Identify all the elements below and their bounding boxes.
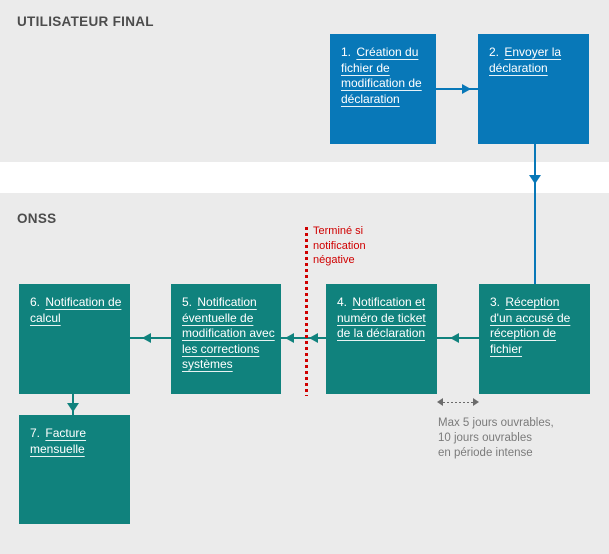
arrow-step1-step2 — [436, 88, 478, 90]
delay-note-line: 10 jours ouvrables — [438, 432, 532, 444]
arrow-step4-step5 — [281, 337, 326, 339]
arrow-step2-step3 — [534, 144, 536, 284]
delay-note-line: en période intense — [438, 447, 533, 459]
step-box-6-notification-calcul: 6. Notification de calcul — [19, 284, 130, 394]
arrowhead-right-icon — [462, 84, 471, 94]
termination-divider — [305, 227, 308, 396]
step-link-facture-mensuelle[interactable]: Facture mensuelle — [30, 426, 87, 456]
arrowhead-left-icon — [285, 333, 294, 343]
step-number: 5. — [182, 295, 193, 309]
step-link-notification-calcul[interactable]: Notification de calcul — [30, 295, 122, 325]
arrowhead-left-icon — [450, 333, 459, 343]
delay-note: Max 5 jours ouvrables, 10 jours ouvrable… — [438, 416, 554, 461]
step-number: 1. — [341, 45, 352, 59]
step-number: 2. — [489, 45, 500, 59]
step-box-1-creation-fichier: 1. Création du fichier de modification d… — [330, 34, 436, 144]
step-number: 3. — [490, 295, 501, 309]
arrowhead-down-icon — [67, 403, 79, 412]
step-link-creation-fichier[interactable]: Création du fichier de modification de d… — [341, 45, 422, 106]
step-box-2-envoyer-declaration: 2. Envoyer la déclaration — [478, 34, 589, 144]
arrowhead-right-icon — [473, 398, 479, 406]
arrowhead-down-icon — [529, 175, 541, 184]
step-link-reception-accuse[interactable]: Réception d'un accusé de réception de fi… — [490, 295, 571, 356]
arrowhead-left-icon — [437, 398, 443, 406]
lane-label-onss: ONSS — [17, 211, 57, 226]
step-number: 4. — [337, 295, 348, 309]
dashed-line — [443, 402, 473, 403]
delay-note-line: Max 5 jours ouvrables, — [438, 417, 554, 429]
step-number: 6. — [30, 295, 41, 309]
step-link-envoyer-declaration[interactable]: Envoyer la déclaration — [489, 45, 562, 75]
termination-note: Terminé si notification négative — [313, 225, 366, 266]
lane-label-end-user: UTILISATEUR FINAL — [17, 14, 154, 29]
arrowhead-left-icon — [142, 333, 151, 343]
delay-range-arrow — [437, 398, 479, 407]
step-number: 7. — [30, 426, 41, 440]
step-link-notification-modification[interactable]: Notification éventuelle de modification … — [182, 295, 275, 371]
step-box-7-facture-mensuelle: 7. Facture mensuelle — [19, 415, 130, 524]
step-box-4-notification-ticket: 4. Notification et numéro de ticket de l… — [326, 284, 437, 394]
step-box-3-reception-accuse: 3. Réception d'un accusé de réception de… — [479, 284, 590, 394]
step-link-notification-ticket[interactable]: Notification et numéro de ticket de la d… — [337, 295, 426, 340]
arrowhead-left-icon — [309, 333, 318, 343]
step-box-5-notification-modification: 5. Notification éventuelle de modificati… — [171, 284, 281, 394]
